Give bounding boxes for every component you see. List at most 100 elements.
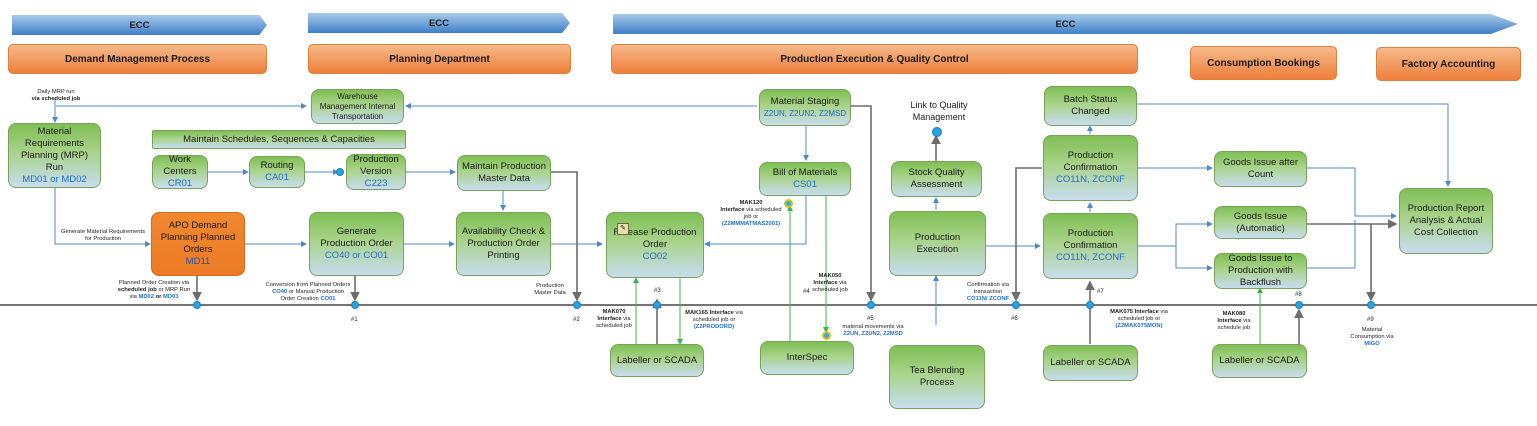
phase-factory-accounting: Factory Accounting bbox=[1376, 47, 1521, 81]
generate-production-order-code: CO40 or CO01 bbox=[324, 250, 389, 261]
milestone-dot bbox=[193, 301, 201, 309]
milestone-label-5: #5 bbox=[867, 316, 874, 322]
labeller-scada-3-box[interactable]: Labeller or SCADA bbox=[1212, 344, 1307, 378]
milestone-dot-8 bbox=[1295, 301, 1303, 309]
availability-check-label: Availability Check & Production Order Pr… bbox=[461, 226, 546, 261]
milestone-label-9: #9 bbox=[1367, 317, 1374, 323]
tea-blending-box[interactable]: Tea Blending Process bbox=[889, 345, 985, 409]
ecc-header-1: ECC bbox=[12, 15, 267, 35]
production-version-code: C223 bbox=[364, 178, 388, 189]
milestone-label-8: #8 bbox=[1295, 292, 1302, 298]
production-report-box[interactable]: Production Report Analysis & Actual Cost… bbox=[1399, 188, 1493, 254]
goods-issue-automatic-label: Goods Issue (Automatic) bbox=[1233, 210, 1288, 234]
phase-production-execution: Production Execution & Quality Control bbox=[611, 44, 1138, 74]
release-production-order-code: CO02 bbox=[642, 251, 668, 262]
goods-issue-backflush-label: Goods Issue to Production with Backflush bbox=[1228, 253, 1293, 288]
production-execution-box[interactable]: Production Execution bbox=[889, 211, 986, 276]
milestone-dot-1 bbox=[351, 301, 359, 309]
production-confirmation-2-label: Production Confirmation bbox=[1063, 228, 1118, 251]
generate-production-order-label: Generate Production Order bbox=[320, 226, 393, 249]
milestone-label-3: #3 bbox=[654, 288, 661, 294]
production-report-label: Production Report Analysis & Actual Cost… bbox=[1407, 203, 1485, 238]
tea-blending-label: Tea Blending Process bbox=[909, 365, 965, 388]
interspec-box[interactable]: InterSpec bbox=[760, 341, 854, 375]
warehouse-management-box[interactable]: Warehouse Management Internal Transporta… bbox=[311, 89, 404, 124]
mrp-run-box[interactable]: Material Requirements Planning (MRP) Run… bbox=[8, 123, 101, 188]
warehouse-management-label: Warehouse Management Internal Transporta… bbox=[319, 91, 396, 121]
quality-management-dot bbox=[932, 127, 942, 137]
labeller-scada-2-box[interactable]: Labeller or SCADA bbox=[1043, 345, 1138, 381]
phase-consumption-bookings: Consumption Bookings bbox=[1190, 46, 1337, 80]
material-staging-label: Material Staging bbox=[770, 95, 840, 107]
goods-issue-after-count-label: Goods Issue after Count bbox=[1223, 157, 1298, 180]
goods-issue-automatic-box[interactable]: Goods Issue (Automatic) bbox=[1214, 206, 1307, 239]
milestone-dot-3 bbox=[653, 301, 661, 309]
mak075-note: MAK075 Interface via scheduled job or(Z2… bbox=[1110, 309, 1168, 329]
goods-issue-after-count-box[interactable]: Goods Issue after Count bbox=[1214, 151, 1307, 187]
ecc-header-2: ECC bbox=[308, 13, 570, 33]
bill-of-materials-code: CS01 bbox=[793, 179, 817, 190]
maintain-master-data-label: Maintain Production Master Data bbox=[462, 161, 546, 184]
production-confirmation-2-code: CO11N, ZCONF bbox=[1056, 252, 1125, 263]
maintain-schedules-label: Maintain Schedules, Sequences & Capaciti… bbox=[183, 133, 375, 145]
stock-quality-assessment-label: Stock Quality Assessment bbox=[908, 167, 965, 190]
maintain-master-data-box[interactable]: Maintain Production Master Data bbox=[457, 155, 551, 191]
bom-interface-dot bbox=[784, 199, 793, 208]
phase-demand-management: Demand Management Process bbox=[8, 44, 267, 74]
goods-issue-backflush-box[interactable]: Goods Issue to Production with Backflush bbox=[1214, 253, 1307, 289]
milestone-label-1: #1 bbox=[351, 317, 358, 323]
milestone-label-4: #4 bbox=[803, 289, 810, 295]
milestone-dot-2 bbox=[573, 301, 581, 309]
milestone-dot-7 bbox=[1086, 301, 1094, 309]
mrp-run-code: MD01 or MD02 bbox=[22, 173, 87, 185]
labeller-scada-3-label: Labeller or SCADA bbox=[1219, 355, 1300, 366]
interspec-label: InterSpec bbox=[786, 352, 828, 363]
batch-status-box[interactable]: Batch Status Changed bbox=[1044, 86, 1137, 126]
labeller-scada-1-label: Labeller or SCADA bbox=[616, 354, 698, 366]
document-icon: ✎ bbox=[617, 223, 629, 235]
generate-requirements-note: Generate Material Requirements for Produ… bbox=[60, 229, 146, 242]
routing-label: Routing bbox=[260, 160, 294, 171]
stock-quality-assessment-box[interactable]: Stock Quality Assessment bbox=[891, 161, 982, 197]
release-production-order-label: Release Production Order bbox=[613, 227, 697, 250]
production-master-data-note: Production Master Data bbox=[534, 283, 566, 296]
milestone-dot-9 bbox=[1367, 301, 1375, 309]
link-quality-management[interactable]: Link to Quality Management bbox=[910, 100, 968, 122]
mrp-run-label: Material Requirements Planning (MRP) Run bbox=[20, 125, 89, 173]
mak165-note: MAK165 Interface via scheduled job or(Z2… bbox=[685, 310, 743, 330]
production-version-dot bbox=[336, 168, 344, 176]
apo-demand-planning-label: APO Demand Planning Planned Orders bbox=[160, 220, 236, 255]
labeller-scada-2-label: Labeller or SCADA bbox=[1050, 357, 1131, 368]
work-centers-code: CR01 bbox=[167, 178, 193, 189]
bill-of-materials-label: Bill of Materials bbox=[772, 167, 838, 178]
availability-check-box[interactable]: Availability Check & Production Order Pr… bbox=[456, 212, 551, 276]
apo-demand-planning-code: MD11 bbox=[185, 256, 211, 267]
work-centers-label: Work Centers bbox=[163, 154, 197, 177]
milestone-label-7: #7 bbox=[1097, 289, 1104, 295]
labeller-scada-1-box[interactable]: Labeller or SCADA bbox=[610, 344, 704, 377]
milestone-dot-5 bbox=[867, 301, 875, 309]
maintain-schedules-box[interactable]: Maintain Schedules, Sequences & Capaciti… bbox=[152, 130, 406, 149]
production-execution-label: Production Execution bbox=[914, 231, 961, 255]
phase-planning-department: Planning Department bbox=[308, 44, 571, 74]
milestone-label-6: #6 bbox=[1011, 316, 1018, 322]
